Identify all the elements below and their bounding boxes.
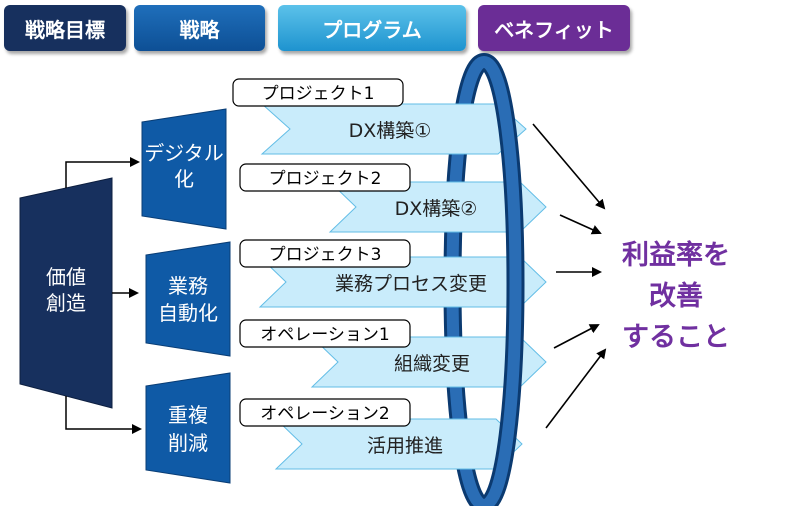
value-creation-block: 価値 創造 xyxy=(19,177,113,409)
benefit-arrows xyxy=(532,123,607,429)
value-to-strategy-connectors xyxy=(65,157,142,434)
component-3-tag: プロジェクト3 xyxy=(269,245,382,265)
strategy-digitalization: デジタル 化 xyxy=(141,108,227,230)
component-5-label: 活用推進 xyxy=(367,435,443,457)
outcome-line2: 改善 xyxy=(649,280,703,312)
strategy-automation: 業務 自動化 xyxy=(145,241,231,357)
component-4-tag: オペレーション1 xyxy=(260,325,389,345)
program-component-2: DX構築② プロジェクト2 xyxy=(239,163,547,233)
header-strategy-label: 戦略 xyxy=(179,17,220,42)
strategy-digitalization-line1: デジタル xyxy=(144,141,224,165)
component-2-label: DX構築② xyxy=(395,198,478,220)
outcome-line3: すること xyxy=(622,322,730,353)
header-program: プログラム xyxy=(278,5,466,51)
value-creation-line2: 創造 xyxy=(46,291,86,315)
header-benefit: ベネフィット xyxy=(478,5,630,51)
program-component-1: DX構築① プロジェクト1 xyxy=(232,78,527,155)
strategy-duplication-line2: 削減 xyxy=(168,431,208,455)
component-5-tag: オペレーション2 xyxy=(260,404,389,424)
strategy-automation-line2: 自動化 xyxy=(158,301,218,325)
connector-to-digitalization xyxy=(65,157,140,188)
outcome-line1: 利益率を xyxy=(622,239,730,271)
strategy-automation-line1: 業務 xyxy=(168,274,208,298)
strategy-duplication-line1: 重複 xyxy=(168,403,208,427)
header-strategic-goal-label: 戦略目標 xyxy=(25,17,105,42)
header-benefit-label: ベネフィット xyxy=(494,17,614,42)
benefit-arrow-2 xyxy=(559,214,602,235)
component-1-tag: プロジェクト1 xyxy=(262,84,375,104)
header-strategic-goal: 戦略目標 xyxy=(4,5,126,51)
connector-to-duplication xyxy=(65,396,142,434)
benefit-outcome: 利益率を 改善 すること xyxy=(622,239,730,353)
program-component-4: 組織変更 オペレーション1 xyxy=(239,319,547,388)
component-1-label: DX構築① xyxy=(349,120,432,142)
program-component-5: 活用推進 オペレーション2 xyxy=(239,398,523,470)
header-program-label: プログラム xyxy=(322,17,422,42)
strategy-digitalization-line2: 化 xyxy=(174,167,194,191)
benefit-arrow-4 xyxy=(553,324,600,349)
program-component-3: 業務プロセス変更 プロジェクト3 xyxy=(239,239,547,308)
strategy-duplication-reduction: 重複 削減 xyxy=(145,372,231,484)
component-2-tag: プロジェクト2 xyxy=(269,169,382,189)
component-4-label: 組織変更 xyxy=(394,353,470,375)
header-strategy: 戦略 xyxy=(134,5,265,51)
program-ring-front xyxy=(480,53,525,506)
value-creation-line1: 価値 xyxy=(46,265,86,289)
benefit-arrow-1 xyxy=(532,123,606,210)
component-3-label: 業務プロセス変更 xyxy=(335,273,487,295)
benefit-arrow-5 xyxy=(545,348,607,429)
